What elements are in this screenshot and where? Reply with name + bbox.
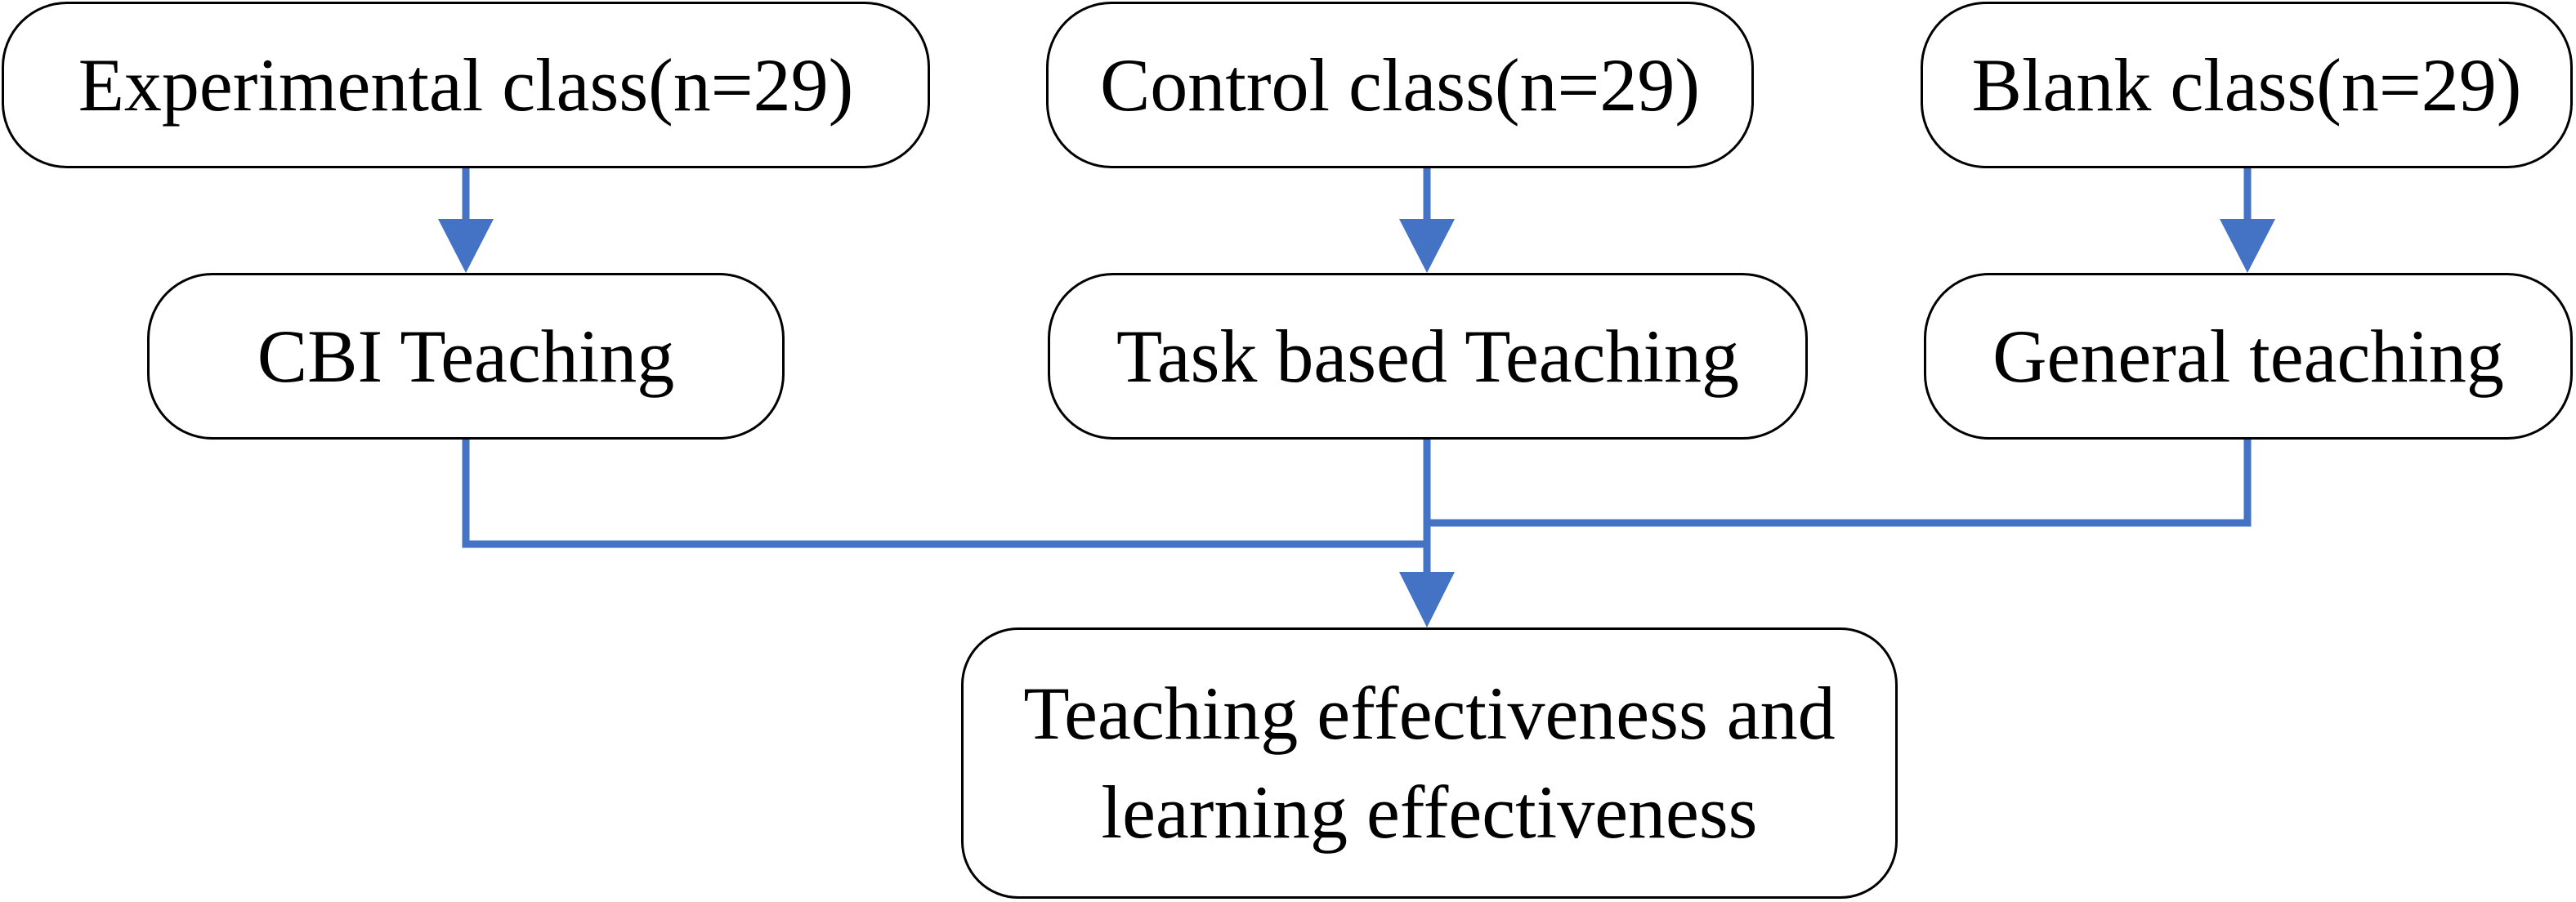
task-based-teaching-label: Task based Teaching <box>1116 314 1740 398</box>
cbi-teaching-box: CBI Teaching <box>147 273 785 440</box>
arrowhead-general <box>2220 219 2275 273</box>
cbi-teaching-label: CBI Teaching <box>257 314 675 398</box>
control-class-box: Control class(n=29) <box>1046 2 1754 168</box>
experimental-class-label: Experimental class(n=29) <box>78 42 854 127</box>
arrowhead-cbi <box>438 219 494 273</box>
general-teaching-label: General teaching <box>1992 314 2504 398</box>
arrowhead-task <box>1399 219 1455 273</box>
blank-class-box: Blank class(n=29) <box>1921 2 2573 168</box>
outcome-box: Teaching effectiveness and learning effe… <box>961 627 1898 899</box>
connector-general-to-merge <box>1427 440 2252 527</box>
outcome-line-1: Teaching effectiveness and <box>1023 671 1836 755</box>
control-class-label: Control class(n=29) <box>1099 42 1701 127</box>
experimental-class-box: Experimental class(n=29) <box>2 2 930 168</box>
arrowhead-outcome <box>1399 572 1455 627</box>
blank-class-label: Blank class(n=29) <box>1971 42 2522 127</box>
general-teaching-box: General teaching <box>1924 273 2573 440</box>
connector-cbi-to-merge <box>462 440 1427 548</box>
outcome-text: Teaching effectiveness and learning effe… <box>1023 664 1835 863</box>
task-based-teaching-box: Task based Teaching <box>1048 273 1808 440</box>
outcome-line-2: learning effectiveness <box>1101 770 1758 854</box>
